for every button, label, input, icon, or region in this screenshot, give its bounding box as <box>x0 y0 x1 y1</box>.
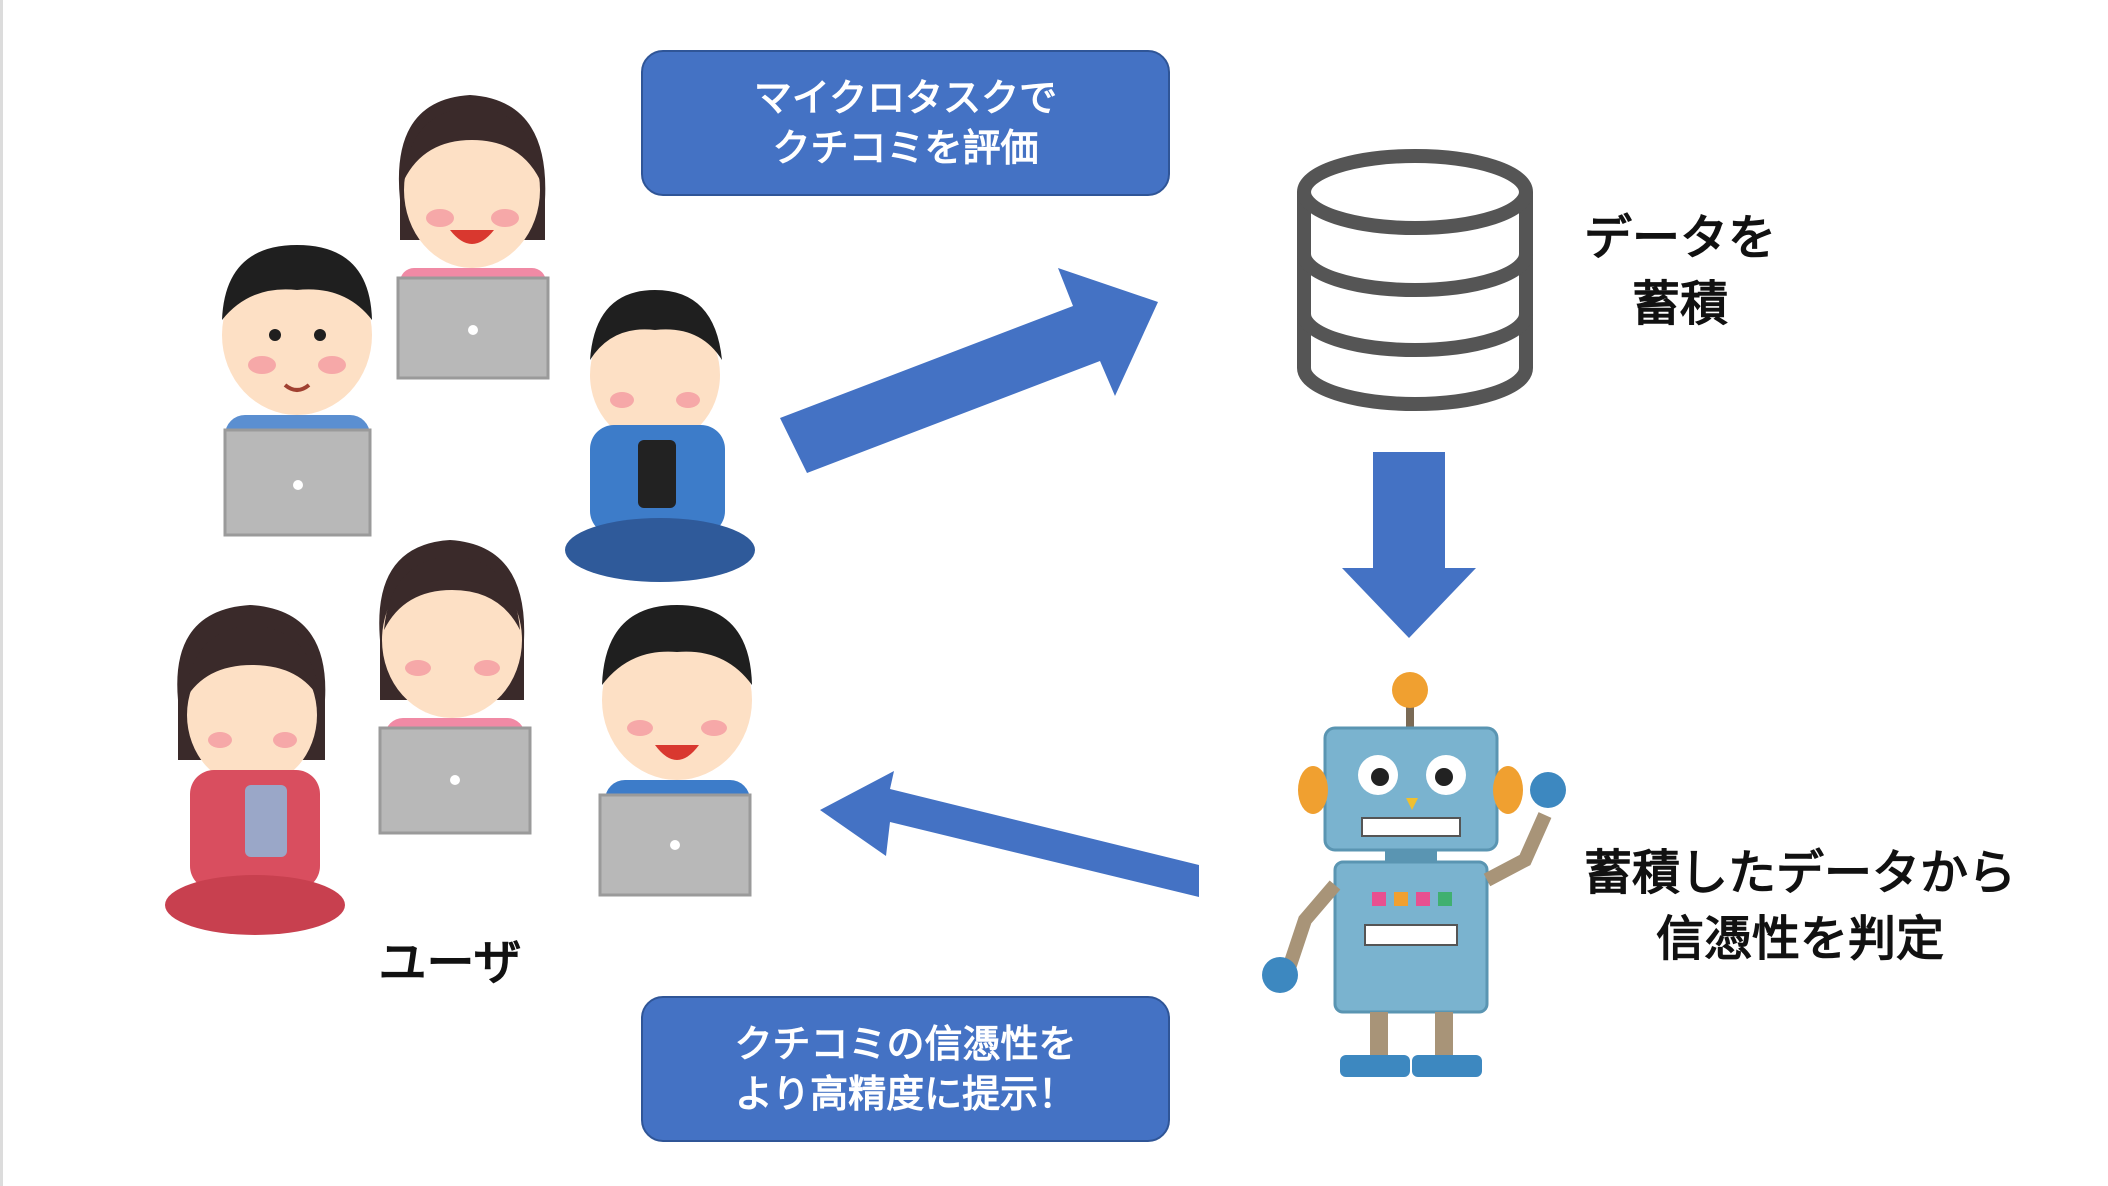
store-data-line-1: データを <box>1583 210 1776 266</box>
present-credibility-line-2: より高精度に提示！ <box>734 1072 1077 1116</box>
arrow-to-database <box>780 268 1158 473</box>
user-woman-laptop-top <box>396 95 550 380</box>
store-data-label: データを 蓄積 <box>1545 205 1815 337</box>
judge-credibility-label: 蓄積したデータから 信憑性を判定 <box>1545 840 2055 972</box>
user-girl-phone-bottom <box>165 605 345 935</box>
present-credibility-line-1: クチコミの信憑性を <box>734 1022 1077 1066</box>
database-icon <box>1297 149 1533 411</box>
present-credibility-box: クチコミの信憑性を より高精度に提示！ <box>641 996 1170 1142</box>
arrow-to-users <box>820 771 1199 897</box>
user-boy-laptop-left <box>222 245 372 537</box>
user-boy-laptop-bottom <box>598 605 752 897</box>
arrow-down-head <box>1342 568 1476 638</box>
user-boy-phone-right <box>565 290 755 582</box>
left-edge-line <box>0 0 3 1186</box>
store-data-line-2: 蓄積 <box>1631 276 1728 332</box>
user-woman-laptop-bottom <box>378 540 532 835</box>
evaluate-reviews-box: マイクロタスクで クチコミを評価 <box>641 50 1170 196</box>
judge-credibility-line-2: 信憑性を判定 <box>1655 911 1944 967</box>
arrow-down-shaft <box>1373 452 1445 580</box>
evaluate-reviews-line-1: マイクロタスクで <box>753 76 1058 120</box>
judge-credibility-line-1: 蓄積したデータから <box>1583 845 2016 901</box>
evaluate-reviews-line-2: クチコミを評価 <box>772 126 1039 170</box>
users-label: ユーザ <box>378 935 522 991</box>
robot-illustration <box>1262 672 1566 1077</box>
users-illustration <box>165 95 755 935</box>
